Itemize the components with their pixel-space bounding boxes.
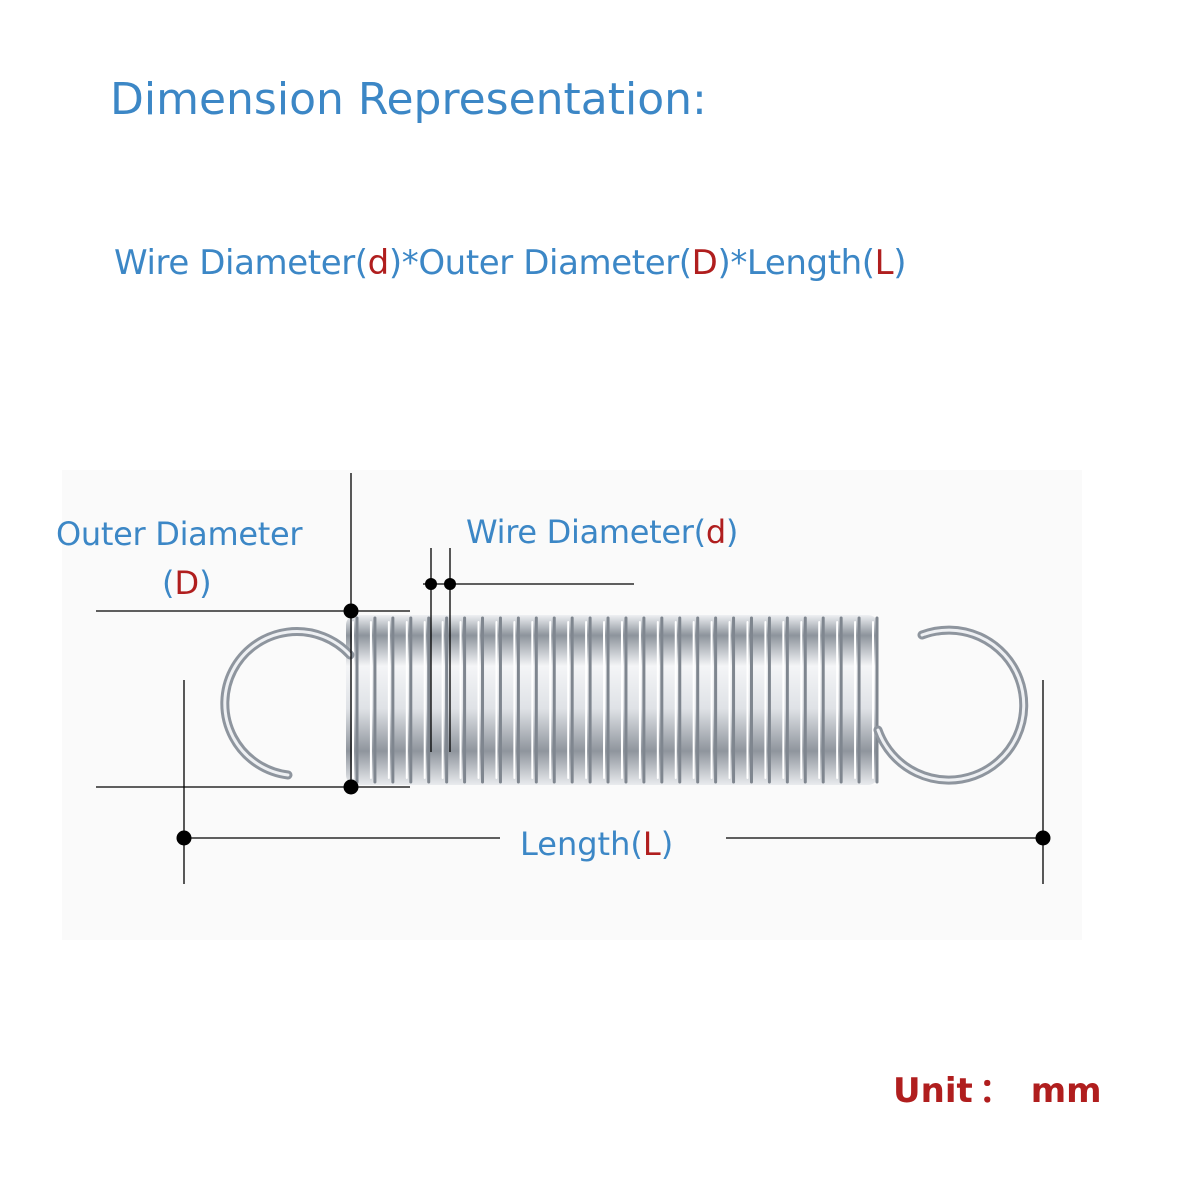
length-dimension xyxy=(176,680,1051,884)
length-label: Length(L) xyxy=(520,825,674,863)
outer-diameter-D-symbol: D xyxy=(174,564,200,602)
unit-note: Unit： mm xyxy=(893,1074,1102,1108)
formula-close-paren: ) xyxy=(893,243,907,283)
outer-diameter-symbol-label: (D) xyxy=(162,564,212,602)
unit-label: Unit xyxy=(893,1071,973,1111)
formula-d-symbol: d xyxy=(367,243,390,283)
dimension-formula: Wire Diameter(d)*Outer Diameter(D)*Lengt… xyxy=(114,246,906,280)
unit-value: mm xyxy=(1030,1071,1102,1111)
unit-colon: ： xyxy=(978,1071,1013,1111)
spring-body xyxy=(346,615,879,785)
outer-diameter-dimension xyxy=(96,473,410,795)
formula-outer-text: )*Outer Diameter( xyxy=(388,243,692,283)
formula-L-symbol: L xyxy=(874,243,894,283)
spring-coils xyxy=(352,616,879,784)
formula-wire-text: Wire Diameter( xyxy=(114,243,368,283)
wire-diameter-label: Wire Diameter(d) xyxy=(466,513,739,551)
outer-diameter-label: Outer Diameter xyxy=(56,515,303,553)
page-title: Dimension Representation: xyxy=(110,74,707,125)
formula-D-symbol: D xyxy=(691,243,718,283)
wire-diameter-d-symbol: d xyxy=(705,513,726,551)
wire-diameter-dimension xyxy=(423,548,634,752)
formula-length-text: )*Length( xyxy=(717,243,875,283)
length-L-symbol: L xyxy=(642,825,661,863)
